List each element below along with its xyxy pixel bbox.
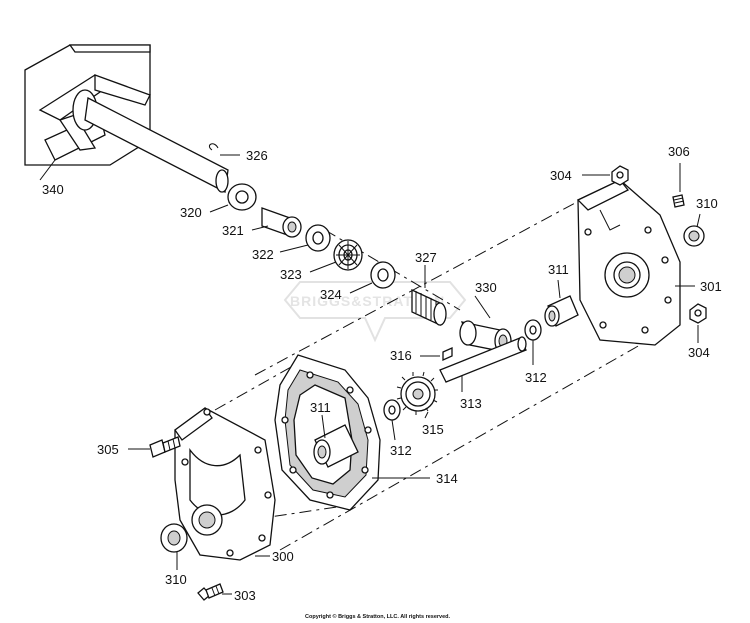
label-324: 324 [320, 287, 342, 302]
label-340: 340 [42, 182, 64, 197]
part-324-washer [349, 261, 396, 294]
label-311-right: 311 [548, 262, 569, 277]
label-305: 305 [97, 442, 119, 457]
label-322: 322 [252, 247, 274, 262]
part-313-shaft [439, 336, 527, 392]
part-326-clip [208, 143, 240, 156]
label-310-right: 310 [696, 196, 718, 211]
label-304-bottom: 304 [688, 345, 710, 360]
part-321-bushing [251, 207, 302, 238]
label-313: 313 [460, 396, 482, 411]
label-303: 303 [234, 588, 256, 603]
part-labels: 340 326 320 321 322 323 324 327 330 304 … [42, 144, 722, 603]
part-303-screw [197, 583, 232, 601]
label-323: 323 [280, 267, 302, 282]
label-330: 330 [475, 280, 497, 295]
part-311-bushing-center [313, 414, 359, 468]
part-304-nut-bottom [689, 303, 707, 343]
part-315-spur-gear [396, 371, 438, 419]
label-312-left: 312 [390, 443, 412, 458]
part-320-washer [209, 183, 257, 213]
label-306: 306 [668, 144, 690, 159]
part-300-left-housing [174, 407, 276, 561]
label-316: 316 [390, 348, 412, 363]
part-322-washer [279, 224, 331, 253]
label-310-left: 310 [165, 572, 187, 587]
part-312-washer-right [524, 319, 542, 365]
part-310-bearing-right [683, 213, 705, 247]
part-305-bolt [128, 436, 181, 458]
label-301: 301 [700, 279, 722, 294]
label-327: 327 [415, 250, 437, 265]
label-326: 326 [246, 148, 268, 163]
label-320: 320 [180, 205, 202, 220]
part-301-right-housing [576, 179, 695, 346]
label-304-top: 304 [550, 168, 572, 183]
label-315: 315 [422, 422, 444, 437]
part-306-screw [672, 163, 685, 208]
label-312-right: 312 [525, 370, 547, 385]
label-321: 321 [222, 223, 244, 238]
part-316-key [420, 346, 453, 362]
copyright-notice: Copyright © Briggs & Stratton, LLC. All … [305, 613, 451, 620]
part-311-bushing-right [544, 279, 579, 327]
label-314: 314 [436, 471, 458, 486]
watermark-text: BRIGGS&STRATTON [290, 293, 445, 309]
part-327-worm-gear [411, 265, 447, 327]
label-300: 300 [272, 549, 294, 564]
part-310-bearing-left [160, 523, 188, 570]
part-340-auger-assembly [24, 44, 229, 193]
part-304-nut-top [582, 165, 629, 186]
part-314-gasket [274, 354, 430, 511]
part-312-washer-left [383, 399, 401, 441]
label-311-center: 311 [310, 400, 331, 415]
part-323-thrust-bearing [309, 239, 363, 273]
